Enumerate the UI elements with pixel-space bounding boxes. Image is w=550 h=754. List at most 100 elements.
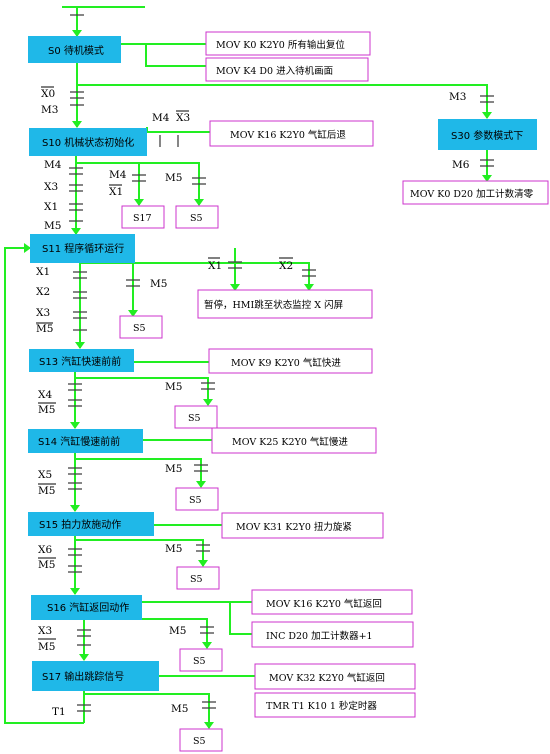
action-s16-1-text: MOV K16 K2Y0 气缸返回 <box>266 598 382 610</box>
action-s15-1[interactable]: MOV K31 K2Y0 扭力旋紧 <box>221 512 384 539</box>
step-s10-label: S10 机械状态初始化 <box>42 136 134 149</box>
jump-s15-s5-text: S5 <box>190 574 203 585</box>
cond-s11-x2: X2 <box>36 286 50 298</box>
cond-s16-x3: X3 <box>38 625 52 637</box>
condition-labels: X0 M3 M3 M4 X3 M6 M4 X3 X1 M5 M4 X1 M5 X… <box>36 86 470 718</box>
cond-s17-t1: T1 <box>52 706 66 718</box>
cond-s10-b-x1: X1 <box>109 186 123 198</box>
step-s17[interactable]: S17 输出跳踪信号 <box>32 661 159 691</box>
action-boxes: MOV K0 K2Y0 所有输出复位 MOV K4 D0 进入待机画面 MOV … <box>197 31 549 718</box>
cond-s16-b-m5: M5 <box>169 625 186 637</box>
step-boxes: S0 待机模式 S10 机械状态初始化 S11 程序循环运行 S13 汽缸快速前… <box>28 36 537 691</box>
cond-s11-x1: X1 <box>36 266 50 278</box>
jump-s13-s5[interactable]: S5 <box>174 405 218 429</box>
jump-s14-s5-text: S5 <box>189 495 202 506</box>
action-s0-1[interactable]: MOV K0 K2Y0 所有输出复位 <box>205 31 371 56</box>
jump-s13-s5-text: S5 <box>188 413 201 424</box>
action-s17-1-text: MOV K32 K2Y0 气缸返回 <box>269 672 385 684</box>
cond-m3-b: M3 <box>449 91 466 103</box>
action-s14-1[interactable]: MOV K25 K2Y0 气缸慢进 <box>211 427 377 454</box>
action-s17-2-text: TMR T1 K10 1 秒定时器 <box>266 700 377 712</box>
action-s13-1-text: MOV K9 K2Y0 气缸快进 <box>231 357 341 369</box>
cond-s14-b-m5: M5 <box>165 463 182 475</box>
cond-m4x3-m4: M4 <box>152 112 170 124</box>
jump-s14-s5[interactable]: S5 <box>175 487 219 511</box>
cond-s10-c-m5: M5 <box>165 172 182 184</box>
arrowheads <box>24 30 492 729</box>
step-s0[interactable]: S0 待机模式 <box>28 36 121 63</box>
jump-s11-s5[interactable]: S5 <box>119 315 163 339</box>
action-s0-1-text: MOV K0 K2Y0 所有输出复位 <box>216 39 345 51</box>
negation-bars <box>36 86 293 640</box>
cond-s11-c-x1: X1 <box>208 260 222 272</box>
step-s11-label: S11 程序循环运行 <box>42 242 124 255</box>
jump-s11-s5-text: S5 <box>133 323 146 334</box>
cond-s13-b-m5: M5 <box>165 381 182 393</box>
cond-s10-b-m4: M4 <box>109 169 127 181</box>
action-s11-1-text: 暂停，HMI跳至状态监控 X 闪屏 <box>204 299 343 311</box>
cond-m4x3-x3: X3 <box>176 112 190 124</box>
cond-s10-m5: M5 <box>44 220 61 232</box>
cond-s11-d-x2: X2 <box>279 260 293 272</box>
cond-s11-m5: M5 <box>36 323 53 335</box>
action-s16-1[interactable]: MOV K16 K2Y0 气缸返回 <box>251 589 413 615</box>
step-s17-label: S17 输出跳踪信号 <box>42 670 124 683</box>
cond-s17-b-m5: M5 <box>171 703 188 715</box>
cond-m6: M6 <box>452 159 470 171</box>
jump-s10-s5[interactable]: S5 <box>175 205 219 229</box>
step-s16-label: S16 汽缸返回动作 <box>47 601 129 614</box>
transition-marks <box>68 14 494 712</box>
step-s14-label: S14 汽缸慢速前前 <box>38 435 120 448</box>
action-s17-2[interactable]: TMR T1 K10 1 秒定时器 <box>254 692 416 718</box>
cond-s15-x6: X6 <box>38 544 52 556</box>
action-s30-1[interactable]: MOV K0 D20 加工计数清零 <box>402 180 549 205</box>
cond-s11-x3: X3 <box>36 307 50 319</box>
cond-s11-b-m5: M5 <box>150 278 167 290</box>
step-s0-label: S0 待机模式 <box>48 44 104 57</box>
action-s14-1-text: MOV K25 K2Y0 气缸慢进 <box>232 436 348 448</box>
action-s11-1[interactable]: 暂停，HMI跳至状态监控 X 闪屏 <box>197 289 373 319</box>
cond-s10-m4: M4 <box>44 159 62 171</box>
cond-s15-m5: M5 <box>38 559 55 571</box>
step-s15-label: S15 拍力放施动作 <box>39 518 121 531</box>
connection-lines <box>4 6 488 728</box>
action-s30-1-text: MOV K0 D20 加工计数清零 <box>410 188 534 200</box>
action-s0-2[interactable]: MOV K4 D0 进入待机画面 <box>205 57 369 82</box>
action-s17-1[interactable]: MOV K32 K2Y0 气缸返回 <box>254 663 416 690</box>
cond-s15-b-m5: M5 <box>165 543 182 555</box>
step-s14[interactable]: S14 汽缸慢速前前 <box>28 429 143 453</box>
cond-s10-x3: X3 <box>44 181 58 193</box>
jump-s15-s5[interactable]: S5 <box>176 566 220 590</box>
step-s11[interactable]: S11 程序循环运行 <box>30 234 135 263</box>
step-s30-label: S30 参数模式下 <box>451 129 523 142</box>
jump-s17-s5[interactable]: S5 <box>179 728 223 752</box>
action-s15-1-text: MOV K31 K2Y0 扭力旋紧 <box>236 521 352 533</box>
step-s13-label: S13 汽缸快速前前 <box>39 355 121 368</box>
step-s10[interactable]: S10 机械状态初始化 <box>29 128 147 156</box>
jump-boxes: S17 S5 S5 S5 S5 S5 S5 S5 <box>119 205 223 752</box>
jump-s17-s5-text: S5 <box>193 736 206 747</box>
action-s0-2-text: MOV K4 D0 进入待机画面 <box>216 65 333 77</box>
jump-s10-s17-text: S17 <box>133 213 152 224</box>
step-s15[interactable]: S15 拍力放施动作 <box>28 512 154 536</box>
cond-m3-a: M3 <box>41 104 58 116</box>
step-s16[interactable]: S16 汽缸返回动作 <box>31 595 142 620</box>
step-s13[interactable]: S13 汽缸快速前前 <box>29 349 134 372</box>
cond-s16-m5: M5 <box>38 641 55 653</box>
cond-s14-x5: X5 <box>38 469 52 481</box>
action-s10-1-text: MOV K16 K2Y0 气缸后退 <box>230 129 346 141</box>
action-s13-1[interactable]: MOV K9 K2Y0 气缸快进 <box>208 348 373 374</box>
jump-s16-s5-text: S5 <box>193 656 206 667</box>
step-s30[interactable]: S30 参数模式下 <box>438 119 537 150</box>
jump-s10-s17[interactable]: S17 <box>121 205 165 229</box>
action-s16-2[interactable]: INC D20 加工计数器+1 <box>251 621 414 648</box>
jump-s16-s5[interactable]: S5 <box>179 648 223 672</box>
jump-s10-s5-text: S5 <box>190 213 203 224</box>
action-s10-1[interactable]: MOV K16 K2Y0 气缸后退 <box>209 120 374 147</box>
cond-s14-m5: M5 <box>38 485 55 497</box>
cond-s10-x1: X1 <box>44 201 58 213</box>
cond-s13-x4: X4 <box>38 389 52 401</box>
cond-x0: X0 <box>41 88 55 100</box>
action-s16-2-text: INC D20 加工计数器+1 <box>266 630 373 642</box>
